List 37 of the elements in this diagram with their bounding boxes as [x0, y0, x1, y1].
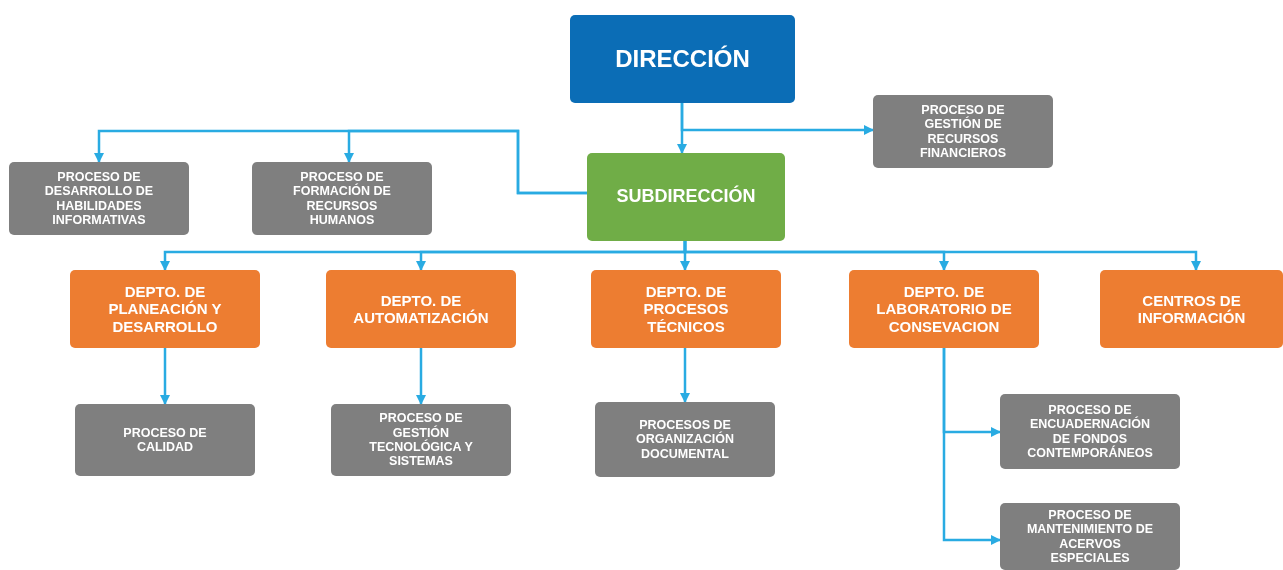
subdirector-box: [587, 153, 785, 241]
process-box: [9, 162, 189, 235]
arrow: [416, 348, 426, 405]
box-label: DEPTO. DE AUTOMATIZACIÓN: [352, 291, 490, 327]
process-box: [595, 402, 775, 477]
box-label: PROCESOS DE ORGANIZACIÓN DOCUMENTAL: [635, 417, 735, 462]
director-box: [570, 15, 795, 103]
box-label: DEPTO. DE PROCESOS TÉCNICOS: [642, 283, 730, 335]
box-label: PROCESO DE GESTIÓN TECNOLÓGICA Y SISTEMAS: [368, 411, 474, 469]
process-box: [331, 404, 511, 476]
box-label: PROCESO DE FORMACIÓN DE RECURSOS HUMANOS: [292, 169, 392, 228]
process-box: [1000, 503, 1180, 570]
box-label: DIRECCIÓN: [615, 44, 750, 74]
box-label: DEPTO. DE PLANEACIÓN Y DESARROLLO: [107, 283, 223, 335]
department-box: [849, 270, 1039, 348]
arrow: [942, 348, 1001, 545]
box-label: DEPTO. DE LABORATORIO DE CONSEVACION: [875, 283, 1013, 335]
department-box: [1100, 270, 1283, 348]
box-label: PROCESO DE DESARROLLO DE HABILIDADES INFORMATIVAS: [43, 169, 155, 228]
process-box: [873, 95, 1053, 168]
box-label: PROCESO DE ENCUADERNACIÓN DE FONDOS CONTEMPORÁNEOS: [1026, 402, 1154, 461]
process-box: [1000, 394, 1180, 469]
arrow: [160, 348, 170, 405]
process-box: [252, 162, 432, 235]
process-box: [75, 404, 255, 476]
arrow: [683, 241, 1201, 271]
box-label: SUBDIRECCIÓN: [616, 186, 756, 208]
department-box: [326, 270, 516, 348]
arrow: [680, 103, 874, 135]
box-label: PROCESO DE MANTENIMIENTO DE ACERVOS ESPECIALES: [1025, 507, 1155, 566]
arrow: [344, 129, 587, 195]
box-label: PROCESO DE CALIDAD: [122, 425, 208, 455]
box-label: PROCESO DE GESTIÓN DE RECURSOS FINANCIEROS: [918, 102, 1008, 161]
arrow: [680, 348, 690, 403]
box-label: CENTROS DE INFORMACIÓN: [1136, 291, 1247, 327]
department-box: [591, 270, 781, 348]
department-box: [70, 270, 260, 348]
